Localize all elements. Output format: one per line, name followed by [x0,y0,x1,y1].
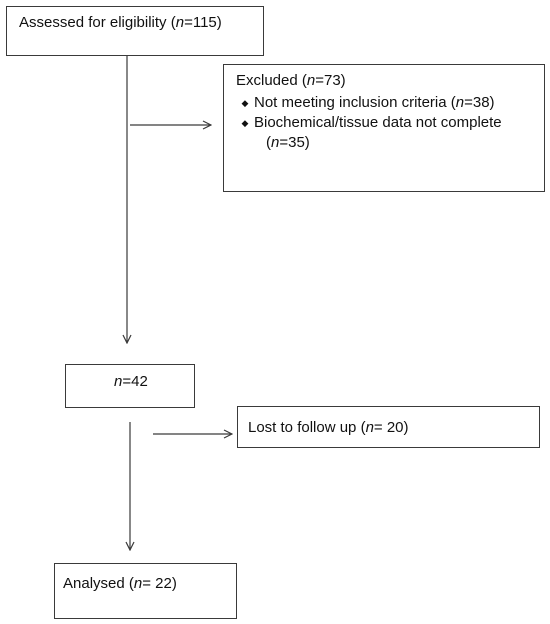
excluded-item-1-label: Not meeting inclusion criteria ( [254,94,456,111]
remaining-n: n [114,373,123,390]
analysed-box: Analysed (n= 22) [54,563,237,619]
excluded-item-1: ◆ Not meeting inclusion criteria (n=38) [236,93,536,113]
excluded-item-2-label: Biochemical/tissue data not complete [254,114,502,131]
lost-label: Lost to follow up ( [248,419,366,436]
excluded-box: Excluded (n=73) ◆ Not meeting inclusion … [223,64,545,192]
remaining-box: n=42 [65,364,195,408]
assessed-label: Assessed for eligibility ( [19,14,176,31]
lost-value: = 20) [373,419,409,436]
analysed-label: Analysed ( [63,575,134,592]
excluded-item-2: ◆ Biochemical/tissue data not complete (… [236,113,536,153]
remaining-text: n=42 [114,372,194,392]
excluded-item-2-value: =35) [279,134,310,151]
assessed-n: n [175,14,185,31]
excluded-item-2-count: (n=35) [254,133,502,153]
lost-box: Lost to follow up (n= 20) [237,406,540,448]
excluded-title: Excluded (n=73) [236,71,536,91]
excluded-title-value: =73) [315,72,346,89]
assessed-value: =115) [184,14,222,31]
assessed-box: Assessed for eligibility (n=115) [6,6,264,56]
analysed-value: = 22) [142,575,177,592]
excluded-item-1-value: =38) [464,94,495,111]
excluded-item-2-prefix: ( [266,134,271,151]
lost-n: n [365,419,374,436]
analysed-n: n [133,575,143,592]
diamond-bullet-icon: ◆ [241,98,249,108]
lost-text: Lost to follow up (n= 20) [248,418,529,438]
analysed-text: Analysed (n= 22) [63,574,228,594]
excluded-item-1-n: n [455,94,465,111]
excluded-title-label: Excluded ( [236,72,307,89]
excluded-item-2-n: n [271,134,280,151]
diamond-bullet-icon: ◆ [241,118,249,128]
assessed-text: Assessed for eligibility (n=115) [19,13,251,33]
remaining-value: =42 [122,373,148,390]
excluded-title-n: n [306,72,316,89]
